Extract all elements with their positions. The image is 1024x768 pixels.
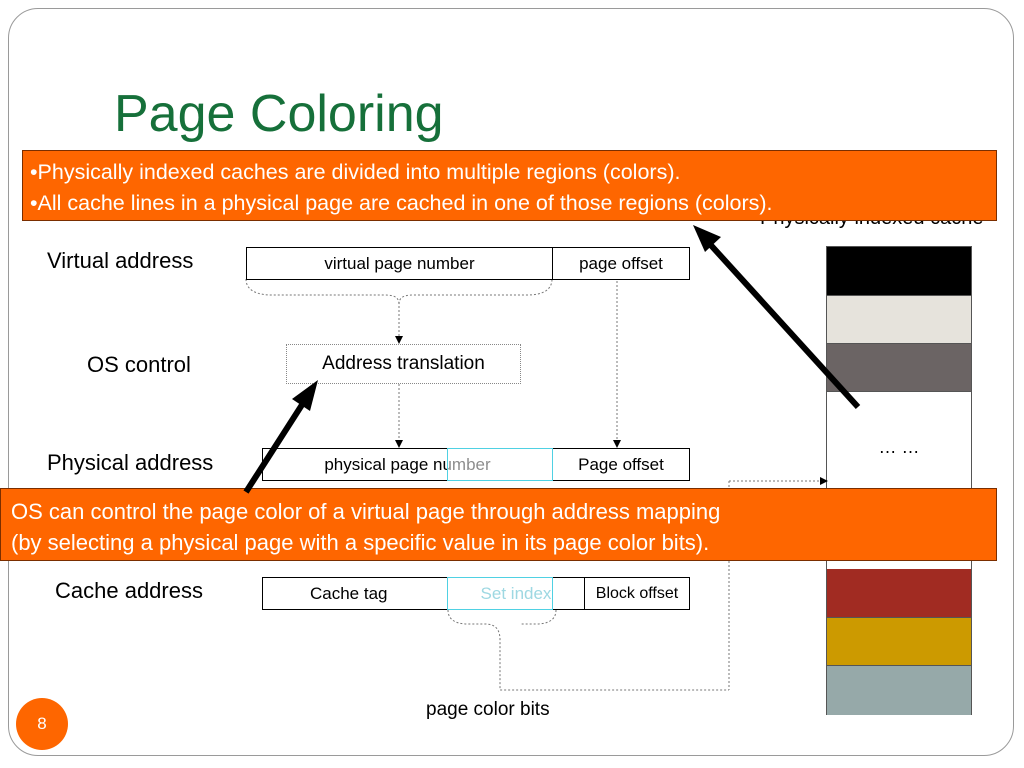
arrow-to-callout-head: [693, 225, 721, 252]
address-translation-box: Address translation: [286, 344, 521, 384]
callout-top-line-2: •All cache lines in a physical page are …: [30, 191, 773, 215]
set-index-highlight: [447, 577, 553, 610]
page-color-bits-highlight: [447, 448, 553, 481]
callout-physically-indexed-caches: •Physically indexed caches are divided i…: [22, 150, 997, 221]
arrowhead-to-physical-offset: [613, 440, 621, 448]
callout-top-line-1: •Physically indexed caches are divided i…: [30, 160, 681, 184]
arrow-to-address-translation-shaft: [243, 395, 310, 494]
os-control-label: OS control: [87, 352, 191, 377]
cache-color-gold: [827, 618, 971, 666]
cache-tag-field: Cache tag: [262, 577, 448, 610]
callout-middle-line-1: OS can control the page color of a virtu…: [11, 499, 721, 524]
virtual-address-label: Virtual address: [47, 248, 194, 273]
physical-page-offset-field: Page offset: [552, 448, 690, 481]
arrow-to-address-translation-head: [292, 380, 318, 411]
set-index-field: Set index: [447, 577, 585, 610]
slide-title: Page Coloring: [114, 85, 444, 143]
cache-color-teal: [827, 666, 971, 715]
cache-color-gray: [827, 344, 971, 392]
block-offset-field: Block offset: [584, 577, 690, 610]
page-color-bits-label: page color bits: [426, 699, 550, 720]
callout-os-page-color-control: OS can control the page color of a virtu…: [0, 488, 997, 561]
cache-color-black: [827, 247, 971, 296]
slide-number-badge: 8: [16, 698, 68, 750]
arrow-to-callout-shaft: [705, 239, 861, 410]
slide-frame: [8, 8, 1014, 756]
physical-address-label: Physical address: [47, 450, 214, 475]
virtual-page-brace: [245, 278, 553, 306]
cache-color-red: [827, 569, 971, 618]
virtual-page-number-field: virtual page number: [246, 247, 553, 280]
physically-indexed-cache: … …: [826, 246, 972, 715]
cache-color-light: [827, 296, 971, 344]
arrowhead-to-ppn: [395, 440, 403, 448]
callout-middle-line-2: (by selecting a physical page with a spe…: [11, 530, 710, 555]
virtual-page-offset-field: page offset: [552, 247, 690, 280]
cache-ellipsis: … …: [878, 437, 920, 457]
cache-address-label: Cache address: [55, 578, 203, 603]
arrowhead-to-cache: [820, 477, 828, 485]
arrowhead-to-translation: [395, 336, 403, 344]
page-color-bits-brace: [447, 609, 729, 691]
